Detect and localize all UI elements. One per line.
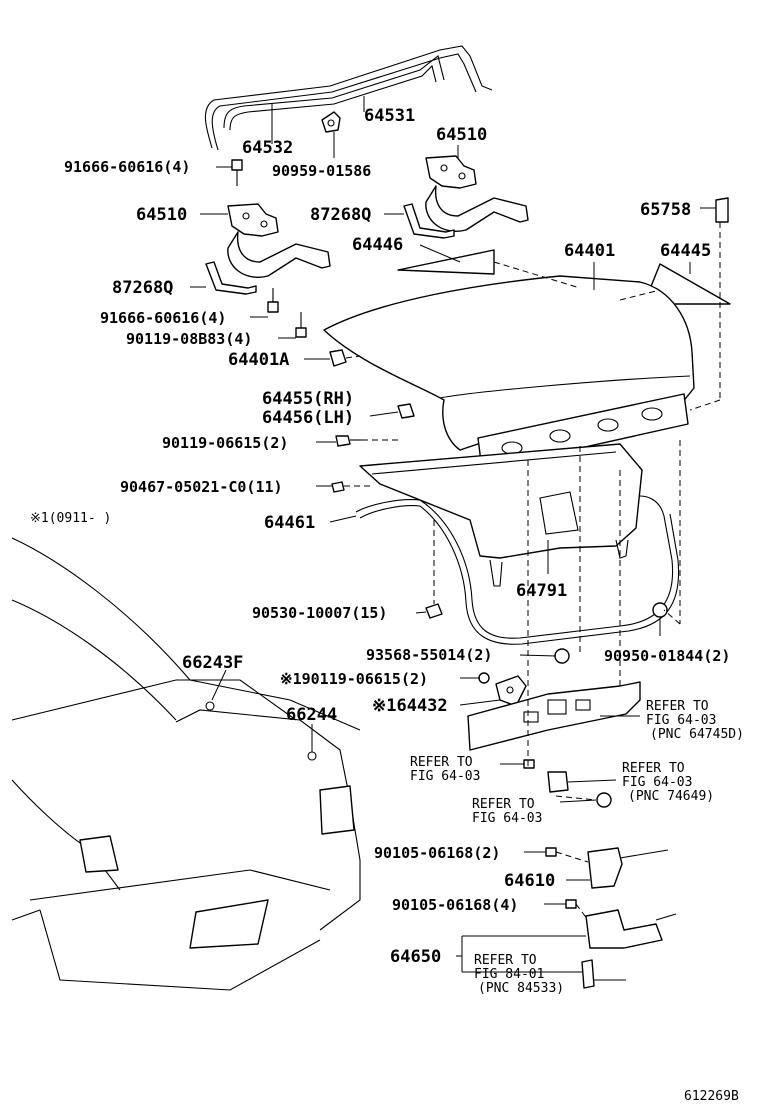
clip-90467[interactable] bbox=[331, 481, 345, 493]
label-64791[interactable]: 64791 bbox=[516, 581, 567, 601]
label-90950[interactable]: 90950-01844(2) bbox=[604, 647, 730, 665]
reference-labels: REFER TO FIG 64-03 (PNC 64745D) REFER TO… bbox=[410, 699, 744, 996]
label-87268-left[interactable]: 87268Q bbox=[112, 278, 173, 298]
label-64510-right[interactable]: 64510 bbox=[436, 125, 487, 145]
hinge-64510-left[interactable] bbox=[227, 203, 331, 278]
bracket-64432[interactable] bbox=[495, 675, 527, 707]
label-90530[interactable]: 90530-10007(15) bbox=[252, 604, 387, 622]
assembly-dashes bbox=[344, 222, 721, 921]
bumper-64401a[interactable] bbox=[329, 349, 347, 367]
ref-4-line-1[interactable]: REFER TO bbox=[472, 797, 535, 812]
label-64401[interactable]: 64401 bbox=[564, 241, 615, 261]
diagram-id: 612269B bbox=[684, 1089, 739, 1104]
label-90105-upper[interactable]: 90105-06168(2) bbox=[374, 844, 500, 862]
lock-clip-refer-64-03[interactable] bbox=[596, 792, 612, 808]
clip-90530[interactable] bbox=[425, 603, 443, 619]
label-87268-right[interactable]: 87268Q bbox=[310, 205, 371, 225]
ref-2-line-1[interactable]: REFER TO bbox=[410, 755, 473, 770]
bolt-90105-upper[interactable] bbox=[545, 847, 557, 857]
label-64456[interactable]: 64456(LH) bbox=[262, 408, 354, 428]
bolt-90105-lower[interactable] bbox=[565, 899, 577, 909]
label-93568[interactable]: 93568-55014(2) bbox=[366, 646, 492, 664]
label-91666-lower[interactable]: 91666-60616(4) bbox=[100, 309, 226, 327]
clip-90959[interactable] bbox=[321, 111, 341, 133]
label-64531[interactable]: 64531 bbox=[364, 106, 415, 126]
ref-5-line-3[interactable]: (PNC 84533) bbox=[478, 981, 564, 996]
label-64610[interactable]: 64610 bbox=[504, 871, 555, 891]
cushion-87268-right[interactable] bbox=[403, 203, 455, 239]
label-90959[interactable]: 90959-01586 bbox=[272, 162, 371, 180]
bolt-91666-lower-left[interactable] bbox=[267, 288, 279, 313]
leader-lines bbox=[190, 96, 716, 973]
label-64510-left[interactable]: 64510 bbox=[136, 205, 187, 225]
ref-2-line-2[interactable]: FIG 64-03 bbox=[410, 769, 480, 784]
label-64532[interactable]: 64532 bbox=[242, 138, 293, 158]
label-90119-06615-lower[interactable]: ※190119-06615(2) bbox=[280, 670, 428, 688]
car-body-outline bbox=[11, 537, 361, 991]
stripe-64445[interactable] bbox=[643, 263, 731, 305]
label-64401a[interactable]: 64401A bbox=[228, 350, 289, 370]
screw-refer-64-03[interactable] bbox=[523, 759, 535, 769]
part-labels: 64531 64532 64510 91666-60616(4) 90959-0… bbox=[30, 106, 730, 967]
note-label: ※1(0911- ) bbox=[30, 511, 111, 526]
ref-3-line-1[interactable]: REFER TO bbox=[622, 761, 685, 776]
clip-93568[interactable] bbox=[554, 648, 570, 664]
ref-1-line-3[interactable]: (PNC 64745D) bbox=[650, 727, 744, 742]
label-90105-lower[interactable]: 90105-06168(4) bbox=[392, 896, 518, 914]
ref-3-line-3[interactable]: (PNC 74649) bbox=[628, 789, 714, 804]
clip-64455[interactable] bbox=[397, 403, 415, 419]
ref-1-line-1[interactable]: REFER TO bbox=[646, 699, 709, 714]
bolt-90119-06615[interactable] bbox=[335, 435, 362, 447]
door-inner-frame[interactable] bbox=[359, 443, 643, 587]
bolt-90119-08b83[interactable] bbox=[295, 312, 307, 338]
garnish-panel-64745d[interactable] bbox=[467, 681, 641, 751]
torsion-bar-64531[interactable] bbox=[204, 45, 493, 151]
label-64445[interactable]: 64445 bbox=[660, 241, 711, 261]
latch-64650[interactable] bbox=[585, 909, 677, 949]
label-64432[interactable]: ※164432 bbox=[372, 696, 448, 716]
label-64446[interactable]: 64446 bbox=[352, 235, 403, 255]
ref-5-line-2[interactable]: FIG 84-01 bbox=[474, 967, 544, 982]
switch-84533[interactable] bbox=[581, 959, 626, 989]
lock-cylinder-74649[interactable] bbox=[547, 771, 569, 793]
label-90467[interactable]: 90467-05021-C0(11) bbox=[120, 478, 283, 496]
hinge-64510-right[interactable] bbox=[425, 155, 529, 232]
label-91666-top[interactable]: 91666-60616(4) bbox=[64, 158, 190, 176]
ref-5-line-1[interactable]: REFER TO bbox=[474, 953, 537, 968]
stripe-64446[interactable] bbox=[397, 249, 495, 275]
label-66243f[interactable]: 66243F bbox=[182, 653, 243, 673]
lock-64610[interactable] bbox=[587, 847, 669, 889]
ref-1-line-2[interactable]: FIG 64-03 bbox=[646, 713, 716, 728]
luggage-door-64401[interactable] bbox=[323, 275, 695, 471]
cushion-90950[interactable] bbox=[652, 602, 668, 618]
clip-90119-06615-lower[interactable] bbox=[478, 672, 490, 684]
ref-3-line-2[interactable]: FIG 64-03 bbox=[622, 775, 692, 790]
ref-4-line-2[interactable]: FIG 64-03 bbox=[472, 811, 542, 826]
bolt-91666-top-left[interactable] bbox=[231, 159, 243, 186]
label-64650[interactable]: 64650 bbox=[390, 947, 441, 967]
cushion-87268-left[interactable] bbox=[205, 261, 257, 295]
label-90119-08b83[interactable]: 90119-08B83(4) bbox=[126, 330, 252, 348]
label-90119-06615[interactable]: 90119-06615(2) bbox=[162, 434, 288, 452]
emblem-65758[interactable] bbox=[715, 197, 729, 223]
label-64461[interactable]: 64461 bbox=[264, 513, 315, 533]
label-66244[interactable]: 66244 bbox=[286, 705, 337, 725]
label-64455[interactable]: 64455(RH) bbox=[262, 389, 354, 409]
label-65758[interactable]: 65758 bbox=[640, 200, 691, 220]
